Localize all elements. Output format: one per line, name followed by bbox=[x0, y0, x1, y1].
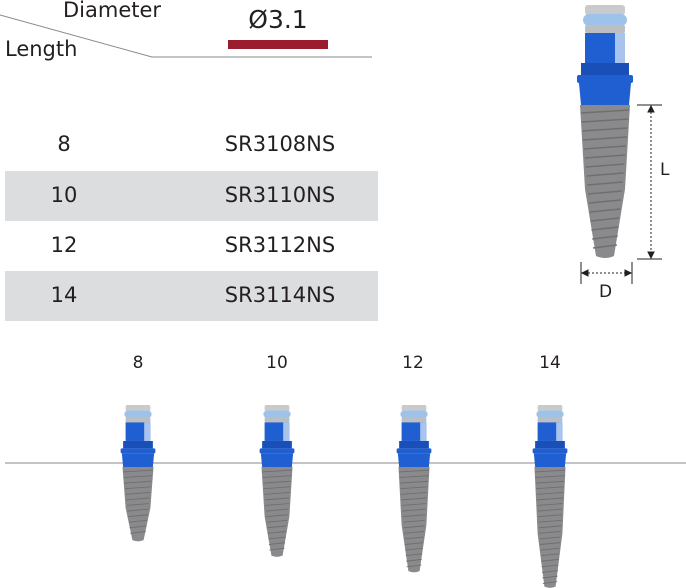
product-code-cell: SR3110NS bbox=[224, 183, 336, 207]
length-cell: 14 bbox=[50, 283, 78, 307]
table-row: 12 SR3112NS bbox=[5, 221, 378, 271]
length-cell: 8 bbox=[57, 132, 71, 156]
length-label: Length bbox=[5, 37, 78, 61]
product-code-cell: SR3112NS bbox=[224, 233, 336, 257]
diameter-dimension bbox=[580, 262, 633, 284]
diameter-symbol: D bbox=[599, 282, 613, 302]
implant-reference bbox=[577, 5, 633, 258]
lineup-label-14: 14 bbox=[539, 353, 561, 373]
header-diagonal-line bbox=[0, 14, 372, 58]
implant-10 bbox=[259, 405, 295, 557]
lineup-label-8: 8 bbox=[132, 353, 144, 373]
table-row: 8 SR3108NS bbox=[5, 120, 378, 170]
product-code-cell: SR3114NS bbox=[224, 283, 336, 307]
implant-12 bbox=[396, 405, 432, 573]
lineup-label-10: 10 bbox=[266, 353, 288, 373]
lineup-label-12: 12 bbox=[402, 353, 424, 373]
length-cell: 10 bbox=[50, 183, 78, 207]
length-symbol: L bbox=[660, 160, 670, 180]
table-row: 10 SR3110NS bbox=[5, 171, 378, 221]
diameter-accent-bar bbox=[228, 40, 328, 49]
table-row: 14 SR3114NS bbox=[5, 271, 378, 321]
diameter-label: Diameter bbox=[63, 0, 162, 22]
implant-14 bbox=[532, 405, 568, 588]
product-code-cell: SR3108NS bbox=[224, 132, 336, 156]
diameter-value: Ø3.1 bbox=[248, 5, 308, 34]
implant-8 bbox=[120, 405, 156, 542]
length-cell: 12 bbox=[50, 233, 78, 257]
length-dimension bbox=[637, 104, 662, 260]
